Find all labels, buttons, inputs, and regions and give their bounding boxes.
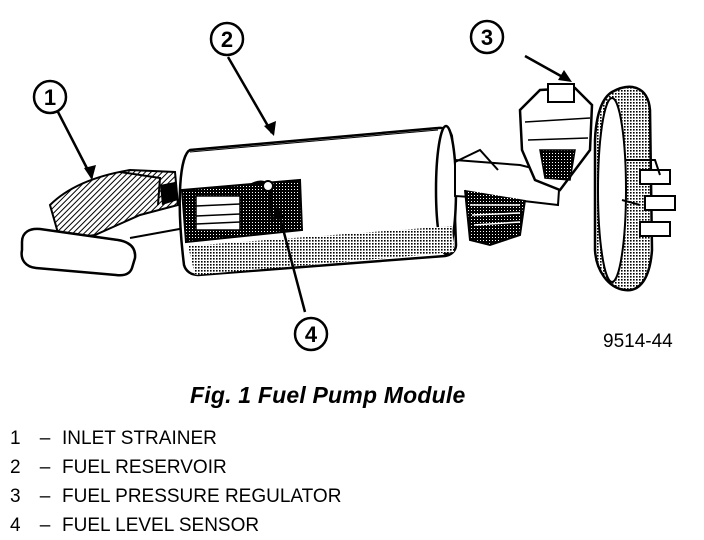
- legend: 1–INLET STRAINER 2–FUEL RESERVOIR 3–FUEL…: [10, 424, 341, 540]
- fuel-reservoir: [160, 124, 458, 277]
- leader-arrowheads: [84, 70, 572, 220]
- inlet-strainer: [48, 168, 180, 242]
- callout-2: 2: [209, 21, 245, 57]
- callout-4: 4: [293, 316, 329, 352]
- callout-1: 1: [32, 79, 68, 115]
- fuel-pump-module-illustration: 1 2 3 4: [20, 19, 676, 352]
- callout-number: 3: [481, 25, 493, 50]
- callout-number: 4: [305, 322, 318, 347]
- legend-label: FUEL LEVEL SENSOR: [62, 515, 260, 536]
- figure-title: Fig. 1 Fuel Pump Module: [190, 382, 466, 408]
- legend-number: 2: [10, 457, 21, 478]
- legend-separator: –: [39, 457, 51, 478]
- callout-3: 3: [469, 19, 505, 55]
- legend-item: 2–FUEL RESERVOIR: [10, 453, 341, 482]
- callout-number: 2: [221, 27, 233, 52]
- legend-label: INLET STRAINER: [62, 428, 217, 449]
- legend-separator: –: [39, 428, 51, 449]
- pressure-regulator: [518, 83, 594, 192]
- callout-number: 1: [44, 85, 56, 110]
- figure-reference-code: 9514-44: [603, 331, 673, 352]
- mounting-flange: [593, 85, 676, 292]
- legend-number: 1: [10, 428, 21, 449]
- legend-number: 4: [10, 515, 21, 536]
- legend-item: 3–FUEL PRESSURE REGULATOR: [10, 482, 341, 511]
- legend-separator: –: [39, 515, 51, 536]
- legend-label: FUEL PRESSURE REGULATOR: [62, 486, 342, 507]
- level-float: [20, 227, 186, 277]
- legend-number: 3: [10, 486, 21, 507]
- legend-label: FUEL RESERVOIR: [62, 457, 227, 478]
- legend-separator: –: [39, 486, 51, 507]
- legend-item: 4–FUEL LEVEL SENSOR: [10, 511, 341, 540]
- legend-item: 1–INLET STRAINER: [10, 424, 341, 453]
